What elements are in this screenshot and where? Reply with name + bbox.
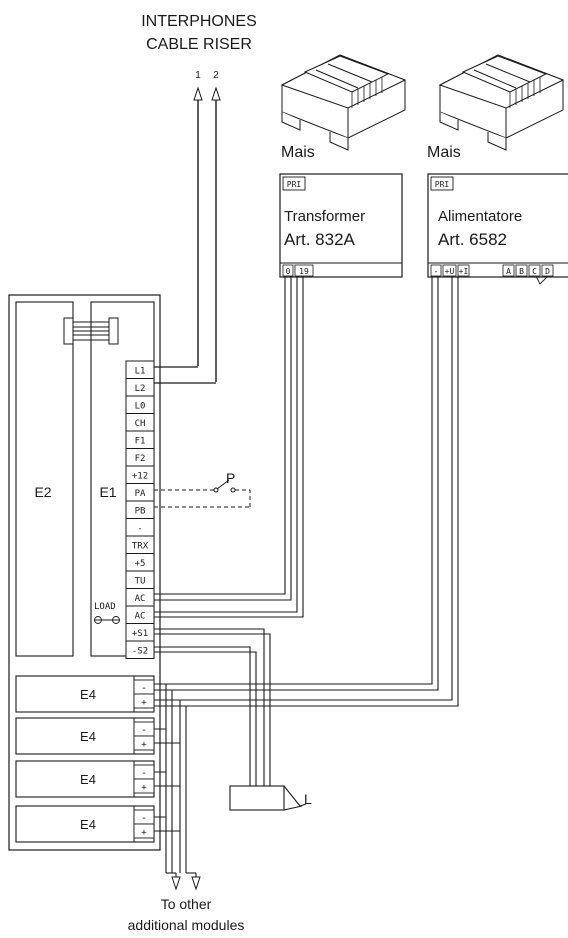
alimentatore-terminal-cell bbox=[442, 264, 457, 277]
alimentatore-terminal-label: - bbox=[434, 267, 439, 276]
e1-terminal-label: F2 bbox=[135, 454, 146, 464]
transformer-device-icon bbox=[280, 54, 407, 151]
ribbon-connector-icon bbox=[63, 317, 119, 345]
transformer-pri-terminal: PRI bbox=[287, 180, 302, 189]
e1-terminal-label: -S2 bbox=[132, 647, 148, 657]
e4-label: E4 bbox=[80, 687, 96, 702]
e1-terminal-label: PB bbox=[135, 507, 146, 517]
riser-arrows bbox=[193, 86, 221, 382]
e1-label: E1 bbox=[99, 484, 116, 500]
transformer-art: Art. 832A bbox=[284, 230, 356, 249]
e2-module bbox=[15, 301, 74, 657]
power-wires bbox=[154, 276, 459, 707]
transformer-name: Transformer bbox=[284, 208, 365, 225]
e4-module: E4 - + bbox=[15, 675, 155, 713]
e4-label: E4 bbox=[80, 817, 96, 832]
e1-terminal-label: F1 bbox=[135, 437, 146, 447]
e4-minus-terminal: - bbox=[141, 768, 147, 779]
alimentatore-terminal-label: C bbox=[532, 267, 537, 276]
riser-wire-1-label: 1 bbox=[195, 70, 201, 81]
transformer-box: PRI Transformer Art. 832A 0 19 bbox=[279, 173, 403, 278]
switch-p-label: P bbox=[226, 470, 235, 486]
e1-terminal-label: +S1 bbox=[132, 629, 148, 639]
switch-p-icon bbox=[154, 479, 251, 508]
e4-plus-terminal: + bbox=[141, 698, 147, 708]
load-jumper-icon bbox=[94, 616, 120, 624]
electric-lock-icon bbox=[229, 785, 307, 811]
alimentatore-brand: Mais bbox=[427, 144, 461, 161]
transformer-terminal-0: 0 bbox=[286, 267, 291, 276]
e1-terminal-cell bbox=[125, 640, 155, 659]
e1-terminal-label: L1 bbox=[135, 367, 146, 377]
e1-terminal-label: AC bbox=[135, 612, 146, 622]
e4-minus-terminal: - bbox=[141, 683, 147, 694]
e1-terminal-label: TRX bbox=[132, 542, 149, 552]
lock-label: L bbox=[304, 791, 312, 807]
e4-module: E4 - + bbox=[15, 760, 180, 798]
footer-line2: additional modules bbox=[128, 917, 245, 933]
footer-line1: To other bbox=[161, 896, 212, 912]
e1-terminal-label: L0 bbox=[135, 402, 146, 412]
e1-terminal-label: +5 bbox=[135, 559, 146, 569]
alimentatore-terminal-label: A bbox=[506, 267, 511, 276]
e4-module: E4 - + bbox=[15, 717, 180, 755]
e4-plus-terminal: + bbox=[141, 740, 147, 750]
e1-terminal-label: CH bbox=[135, 419, 146, 429]
alimentatore-terminal-label: B bbox=[519, 267, 524, 276]
alimentatore-pri-terminal: PRI bbox=[435, 180, 450, 189]
e4-label: E4 bbox=[80, 729, 96, 744]
ac-wires bbox=[154, 276, 304, 618]
lock-wires bbox=[154, 628, 271, 788]
load-label: LOAD bbox=[94, 602, 116, 612]
alimentatore-terminal-label: D bbox=[545, 267, 550, 276]
e1-terminal-label: AC bbox=[135, 594, 146, 604]
e1-terminal-label: L2 bbox=[135, 384, 146, 394]
alimentatore-terminal-cell bbox=[502, 264, 515, 277]
e4-label: E4 bbox=[80, 772, 96, 787]
alimentatore-terminal-cell bbox=[430, 264, 442, 277]
e4-minus-terminal: - bbox=[141, 813, 147, 824]
alimentatore-device-icon bbox=[438, 54, 565, 151]
alimentatore-terminal-label: +I bbox=[459, 267, 469, 276]
e1-terminal-label: PA bbox=[135, 489, 146, 499]
e4-minus-terminal: - bbox=[141, 725, 147, 736]
down-arrows bbox=[171, 876, 201, 891]
e4-plus-terminal: + bbox=[141, 783, 147, 793]
alimentatore-terminal-label: +U bbox=[445, 267, 455, 276]
alimentatore-terminal-cell bbox=[457, 264, 470, 277]
alimentatore-terminal-cell bbox=[528, 264, 541, 277]
transformer-brand: Mais bbox=[281, 144, 315, 161]
alimentatore-terminal-cell bbox=[515, 264, 528, 277]
e1-terminal-label: - bbox=[137, 524, 142, 534]
transformer-terminal-19: 19 bbox=[299, 267, 309, 276]
e4-plus-terminal: + bbox=[141, 828, 147, 838]
e2-label: E2 bbox=[34, 484, 51, 500]
riser-wire-2-label: 2 bbox=[213, 70, 219, 81]
bus-wires bbox=[165, 684, 197, 880]
riser-title-line2: CABLE RISER bbox=[146, 36, 252, 53]
alimentatore-art: Art. 6582 bbox=[438, 230, 507, 249]
alimentatore-name: Alimentatore bbox=[438, 208, 522, 225]
e1-terminal-label: TU bbox=[135, 577, 146, 587]
e1-terminal-label: +12 bbox=[132, 472, 148, 482]
e4-module: E4 - + bbox=[15, 805, 180, 843]
riser-title-line1: INTERPHONES bbox=[141, 13, 257, 30]
